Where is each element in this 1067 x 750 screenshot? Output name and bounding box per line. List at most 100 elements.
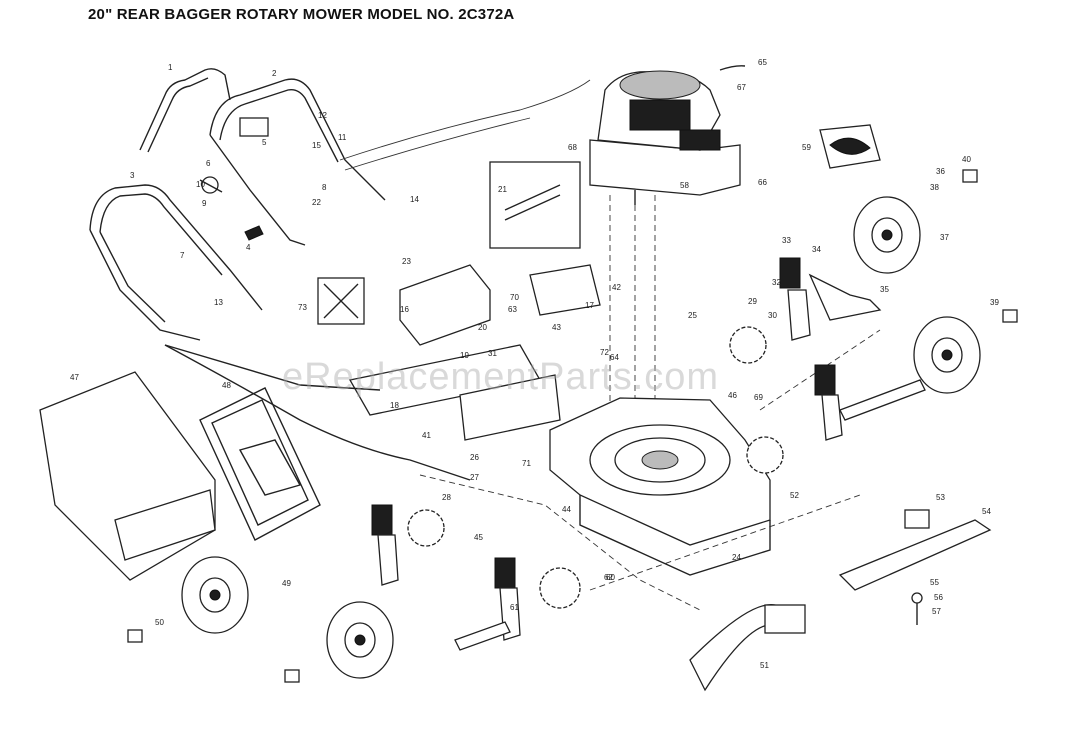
rear-door-linkage <box>164 344 471 481</box>
handle-knob[interactable] <box>244 225 264 241</box>
part-label-53: 53 <box>936 493 945 502</box>
part-label-50: 50 <box>155 618 164 627</box>
part-label-2: 2 <box>272 69 277 78</box>
wheel-front-left[interactable] <box>181 556 249 634</box>
blade[interactable] <box>838 509 992 591</box>
height-adjuster-rear-right[interactable] <box>814 364 843 441</box>
part-label-16: 16 <box>400 305 409 314</box>
part-label-14: 14 <box>410 195 419 204</box>
part-label-24: 24 <box>732 553 741 562</box>
axle-right[interactable] <box>839 379 926 421</box>
part-label-36: 36 <box>936 167 945 176</box>
part-label-59: 59 <box>802 143 811 152</box>
part-label-49: 49 <box>282 579 291 588</box>
part-label-48: 48 <box>222 381 231 390</box>
part-label-7: 7 <box>180 251 185 260</box>
part-label-26: 26 <box>470 453 479 462</box>
part-label-4: 4 <box>246 243 251 252</box>
air-filter[interactable] <box>819 124 881 169</box>
wheel-bolt-left-rear[interactable] <box>284 669 300 683</box>
spark-plug-wire[interactable] <box>719 65 746 71</box>
grass-bag[interactable] <box>39 371 216 581</box>
gear-plate-2 <box>746 436 784 474</box>
control-cable <box>339 79 591 171</box>
wheel-bolt-left-front[interactable] <box>127 629 143 643</box>
part-label-60: 60 <box>606 573 615 582</box>
mower-deck[interactable] <box>549 397 771 576</box>
part-label-45: 45 <box>474 533 483 542</box>
part-label-41: 41 <box>422 431 431 440</box>
handle-bracket-left[interactable] <box>399 264 491 346</box>
part-label-28: 28 <box>442 493 451 502</box>
height-adjuster-front-left[interactable] <box>371 504 399 586</box>
part-label-62: 62 <box>604 573 613 582</box>
part-label-32: 32 <box>772 278 781 287</box>
gear-plate-3 <box>407 509 445 547</box>
part-label-34: 34 <box>812 245 821 254</box>
part-label-3: 3 <box>130 171 135 180</box>
part-label-15: 15 <box>312 141 321 150</box>
throttle-control[interactable] <box>199 176 223 194</box>
height-adjuster-front-right[interactable] <box>779 257 811 341</box>
part-label-20: 20 <box>478 323 487 332</box>
part-label-23: 23 <box>402 257 411 266</box>
part-label-51: 51 <box>760 661 769 670</box>
engine[interactable] <box>589 70 741 205</box>
part-label-66: 66 <box>758 178 767 187</box>
part-label-35: 35 <box>880 285 889 294</box>
upper-handle[interactable] <box>139 68 231 153</box>
discharge-chute[interactable] <box>689 603 806 692</box>
part-label-44: 44 <box>562 505 571 514</box>
height-adjuster-bracket-right[interactable] <box>808 273 882 321</box>
part-label-55: 55 <box>930 578 939 587</box>
part-label-61: 61 <box>510 603 519 612</box>
wheel-bolt-right-rear[interactable] <box>1002 309 1018 323</box>
part-label-29: 29 <box>748 297 757 306</box>
rear-baffle[interactable] <box>348 344 561 441</box>
part-label-21: 21 <box>498 185 507 194</box>
part-label-6: 6 <box>206 159 211 168</box>
part-label-40: 40 <box>962 155 971 164</box>
part-label-39: 39 <box>990 298 999 307</box>
part-label-43: 43 <box>552 323 561 332</box>
page-title: 20" REAR BAGGER ROTARY MOWER MODEL NO. 2… <box>88 6 515 23</box>
axle-left[interactable] <box>454 621 511 651</box>
part-label-42: 42 <box>612 283 621 292</box>
part-label-70: 70 <box>510 293 519 302</box>
part-label-56: 56 <box>934 593 943 602</box>
part-label-33: 33 <box>782 236 791 245</box>
part-label-13: 13 <box>214 298 223 307</box>
part-label-25: 25 <box>688 311 697 320</box>
part-label-1: 1 <box>168 63 173 72</box>
part-label-10: 10 <box>196 180 205 189</box>
part-label-11: 11 <box>338 133 347 142</box>
part-label-22: 22 <box>312 198 321 207</box>
lower-handle[interactable] <box>89 184 263 341</box>
part-label-8: 8 <box>322 183 327 192</box>
watermark: eReplacementParts.com <box>282 356 720 398</box>
part-label-30: 30 <box>768 311 777 320</box>
part-label-63: 63 <box>508 305 517 314</box>
wheel-front-right[interactable] <box>853 196 921 274</box>
part-label-68: 68 <box>568 143 577 152</box>
part-label-37: 37 <box>940 233 949 242</box>
engine-dashed-mount-lines <box>609 195 656 435</box>
engine-hardware-callout <box>489 161 581 249</box>
part-label-67: 67 <box>737 83 746 92</box>
part-label-31: 31 <box>488 349 497 358</box>
part-label-54: 54 <box>982 507 991 516</box>
grass-bag-frame[interactable] <box>199 387 321 541</box>
part-label-58: 58 <box>680 181 689 190</box>
middle-handle[interactable] <box>209 78 386 246</box>
wheel-rear-right[interactable] <box>913 316 981 394</box>
part-label-38: 38 <box>930 183 939 192</box>
part-label-47: 47 <box>70 373 79 382</box>
part-label-65: 65 <box>758 58 767 67</box>
handle-bracket-right[interactable] <box>529 264 601 316</box>
wheel-bolt-right-front[interactable] <box>962 169 978 183</box>
shield-decal <box>317 277 365 325</box>
wheel-rear-left[interactable] <box>326 601 394 679</box>
gear-plate-4 <box>539 567 581 609</box>
blade-bolt[interactable] <box>911 592 923 625</box>
part-label-5: 5 <box>262 138 267 147</box>
